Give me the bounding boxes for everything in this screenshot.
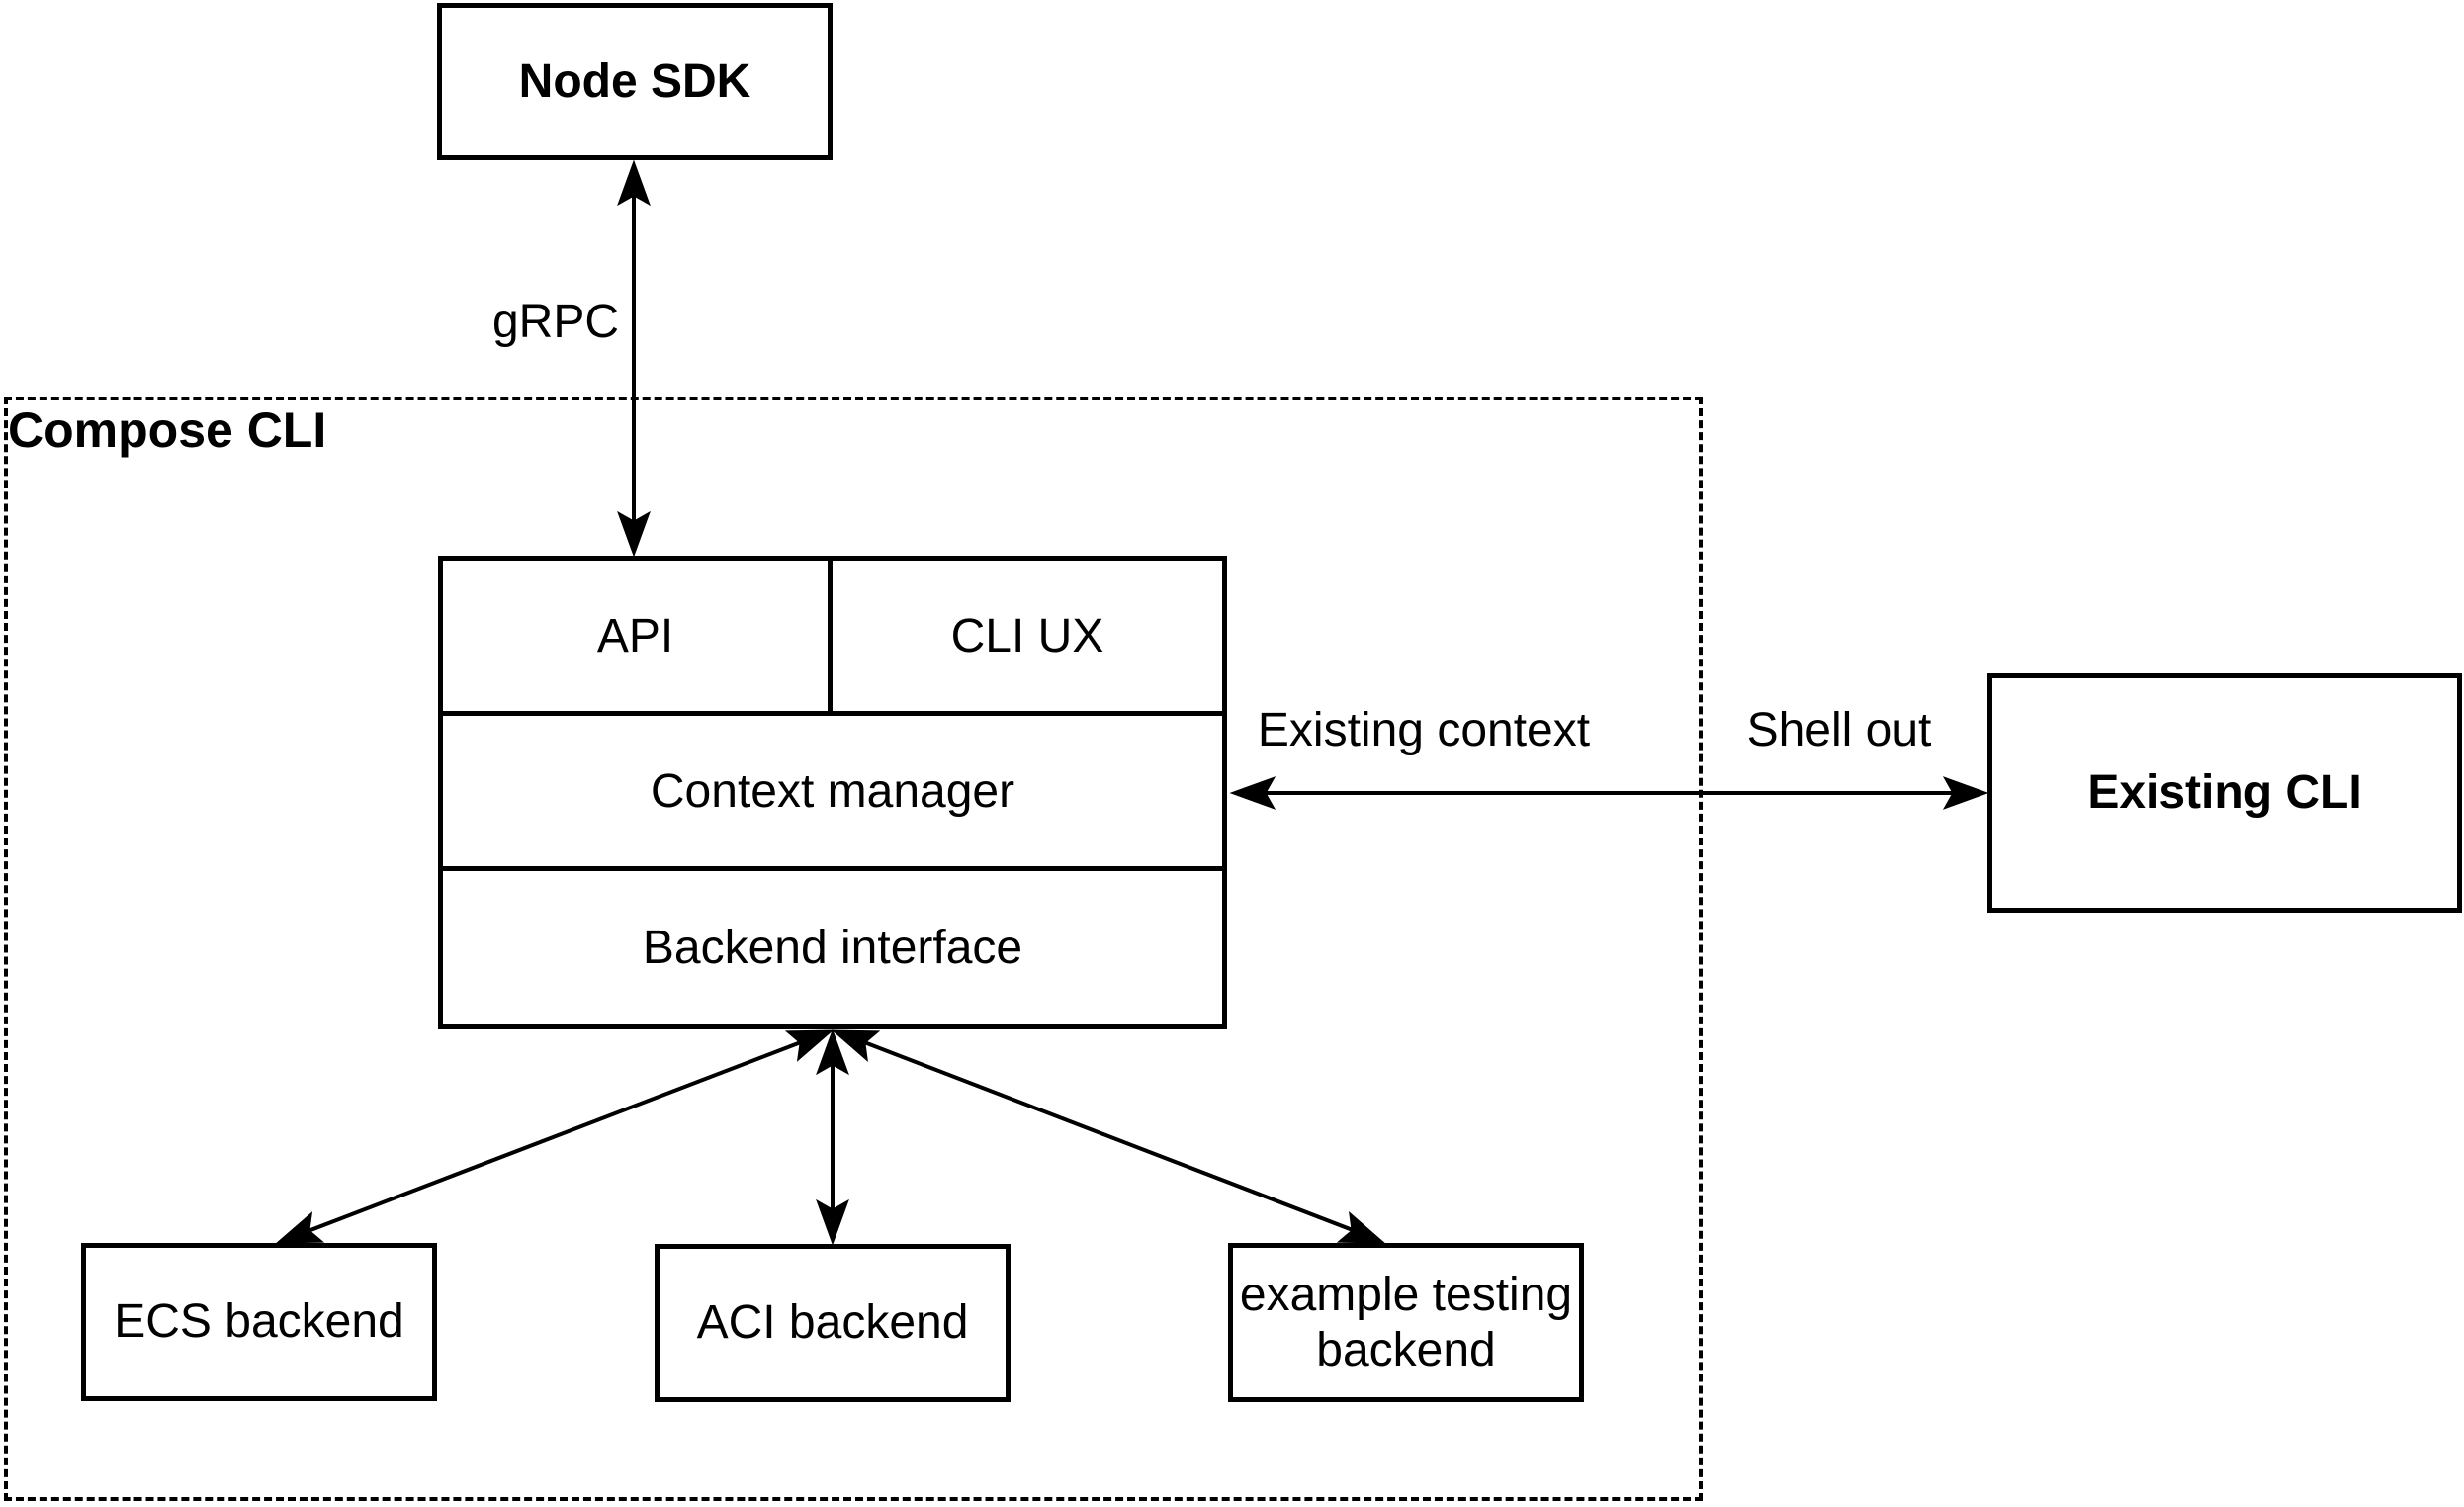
- cli-ux-cell: CLI UX: [833, 561, 1222, 711]
- compose-cli-container: [4, 397, 1703, 1501]
- cli-ux-label: CLI UX: [950, 609, 1104, 663]
- existing-cli-label: Existing CLI: [2087, 766, 2362, 820]
- aci-backend-label: ACI backend: [696, 1296, 969, 1350]
- backend-interface-label: Backend interface: [642, 922, 1023, 974]
- compose-cli-label: Compose CLI: [8, 402, 327, 458]
- grpc-edge-label: gRPC: [491, 296, 619, 348]
- ecs-backend-box: ECS backend: [81, 1243, 437, 1401]
- existing-context-edge-label: Existing context: [1257, 704, 1591, 756]
- backend-interface-row: Backend interface: [443, 871, 1222, 1024]
- api-cell: API: [443, 561, 833, 711]
- context-manager-row: Context manager: [443, 716, 1222, 871]
- example-testing-backend-label: example testing backend: [1239, 1269, 1573, 1376]
- node-sdk-box: Node SDK: [437, 3, 833, 160]
- stack-top-row: API CLI UX: [443, 561, 1222, 716]
- context-manager-label: Context manager: [650, 764, 1015, 818]
- existing-cli-box: Existing CLI: [1987, 673, 2462, 913]
- aci-backend-box: ACI backend: [655, 1244, 1011, 1402]
- example-testing-backend-box: example testing backend: [1228, 1243, 1584, 1402]
- api-label: API: [596, 609, 674, 663]
- shell-out-edge-label: Shell out: [1746, 704, 1932, 756]
- ecs-backend-label: ECS backend: [114, 1295, 404, 1349]
- grpc-arrowhead-up-icon: [617, 159, 651, 207]
- existing-cli-arrowhead-right-icon: [1942, 776, 1989, 810]
- compose-stack-box: API CLI UX Context manager Backend inter…: [438, 556, 1227, 1029]
- node-sdk-label: Node SDK: [518, 54, 751, 108]
